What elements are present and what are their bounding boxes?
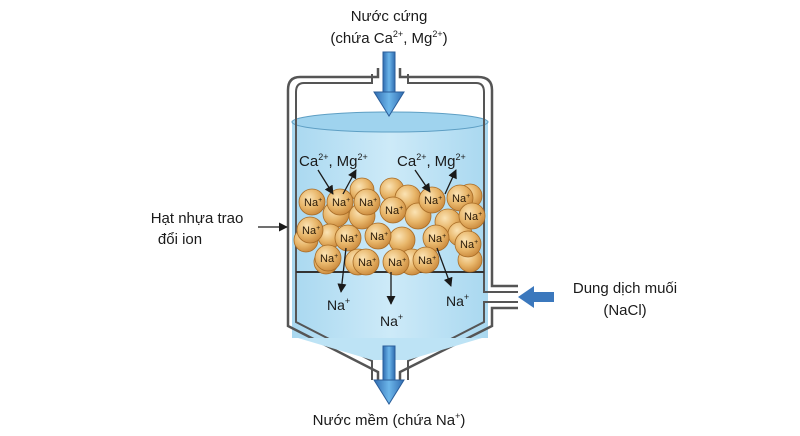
resin-bead: Na+ bbox=[458, 202, 486, 230]
ion-label-right: Ca2+,Mg2+ bbox=[397, 152, 466, 170]
salt-solution-input-arrow bbox=[518, 286, 554, 308]
resin-bead: Na+ bbox=[379, 196, 407, 224]
resin-bead: Na+ bbox=[296, 216, 324, 244]
resin-label-line2: đổi ion bbox=[158, 231, 202, 248]
resin-bead: Na+ bbox=[382, 248, 410, 276]
na-released-label-1: Na+ bbox=[327, 296, 350, 313]
arrow-na-out-left bbox=[342, 169, 357, 195]
resin-bead: Na+ bbox=[412, 246, 440, 274]
bead-na-label: Na+ bbox=[302, 225, 320, 237]
vessel bbox=[286, 68, 518, 380]
resin-beads: Na+Na+Na+Na+Na+Na+Na+Na+Na+Na+Na+Na+Na+N… bbox=[293, 177, 486, 276]
input-label-line2: (chứa Ca2+, Mg2+) bbox=[330, 29, 447, 47]
bead-na-label: Na+ bbox=[359, 197, 377, 209]
bead-na-label: Na+ bbox=[304, 197, 322, 209]
salt-label-line1: Dung dịch muối bbox=[573, 280, 677, 297]
resin-bead: Na+ bbox=[418, 186, 446, 214]
arrow-ca-in-right bbox=[414, 169, 431, 193]
resin-label-line1: Hạt nhựa trao bbox=[151, 210, 244, 227]
bead-na-label: Na+ bbox=[388, 257, 406, 269]
arrow-na-down-3 bbox=[436, 247, 453, 287]
na-released-label-2: Na+ bbox=[380, 312, 403, 329]
ion-label-left: Ca2+,Mg2+ bbox=[299, 152, 368, 170]
resin-bead: Na+ bbox=[298, 188, 326, 216]
resin-bead: Na+ bbox=[422, 224, 450, 252]
bead-na-label: Na+ bbox=[464, 211, 482, 223]
resin-bead: Na+ bbox=[334, 224, 362, 252]
resin-bead: Na+ bbox=[326, 188, 354, 216]
arrow-ca-in-left bbox=[317, 169, 334, 195]
bead-na-label: Na+ bbox=[428, 233, 446, 245]
bead-na-label: Na+ bbox=[424, 195, 442, 207]
bead-na-label: Na+ bbox=[452, 193, 470, 205]
arrow-na-out-right bbox=[444, 169, 457, 195]
soft-water-output-arrow bbox=[373, 345, 405, 405]
na-released-label-3: Na+ bbox=[446, 292, 469, 309]
resin-bead: Na+ bbox=[364, 222, 392, 250]
arrow-na-down-1 bbox=[337, 247, 347, 293]
bead-na-label: Na+ bbox=[385, 205, 403, 217]
salt-label-line2: (NaCl) bbox=[603, 302, 646, 319]
ion-exchange-arrows bbox=[258, 169, 457, 305]
bead-na-label: Na+ bbox=[460, 239, 478, 251]
hard-water-input-arrow bbox=[373, 51, 405, 117]
bead-na-label: Na+ bbox=[332, 197, 350, 209]
bead-na-label: Na+ bbox=[320, 253, 338, 265]
resin-bead: Na+ bbox=[353, 188, 381, 216]
resin-bead: Na+ bbox=[454, 230, 482, 258]
bead-na-label: Na+ bbox=[370, 231, 388, 243]
input-label-line1: Nước cứng bbox=[351, 8, 428, 25]
bead-na-label: Na+ bbox=[358, 257, 376, 269]
bead-na-label: Na+ bbox=[418, 255, 436, 267]
bead-na-label: Na+ bbox=[340, 233, 358, 245]
resin-bead: Na+ bbox=[352, 248, 380, 276]
resin-bead: Na+ bbox=[314, 244, 342, 272]
output-label: Nước mềm (chứa Na+) bbox=[313, 411, 466, 429]
